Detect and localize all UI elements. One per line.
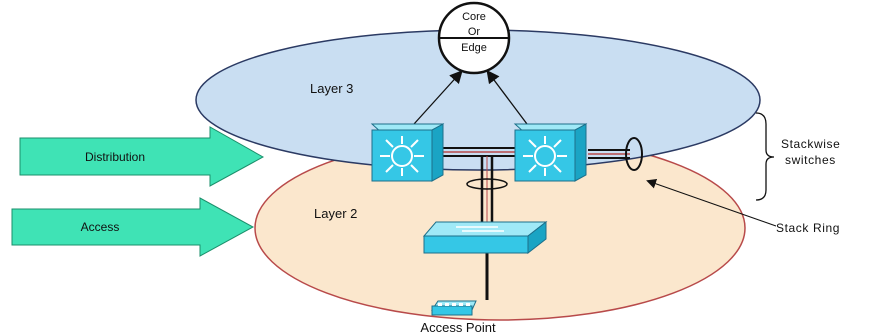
- layer3-label: Layer 3: [310, 81, 353, 96]
- distribution-label: Distribution: [85, 150, 145, 164]
- stack-ring-label: Stack Ring: [776, 221, 840, 235]
- etherchannel-ring: [466, 178, 508, 190]
- layer2-label: Layer 2: [314, 206, 357, 221]
- distribution-switch-right: [513, 123, 588, 182]
- stackwise-label-line1: Stackwise: [781, 137, 840, 151]
- uplink-arrow-right: [486, 69, 528, 125]
- access-label: Access: [81, 220, 120, 234]
- access-point-label: Access Point: [420, 320, 496, 334]
- distribution-arrow: Distribution: [19, 126, 265, 187]
- core-label: Core: [462, 11, 486, 23]
- stack-ring-pointer: [646, 178, 777, 227]
- distribution-switch-left: [370, 123, 445, 182]
- or-label: Or: [468, 26, 481, 38]
- stackwise-label-line2: switches: [785, 153, 836, 167]
- stack-cables: [432, 147, 630, 159]
- stack-ring: [625, 137, 643, 171]
- access-switch: [422, 220, 548, 255]
- access-uplinks: [480, 156, 494, 228]
- uplink-arrow-left: [413, 70, 463, 125]
- core-edge-node: Core Or Edge: [437, 1, 511, 75]
- access-arrow: Access: [11, 197, 255, 257]
- edge-label: Edge: [461, 42, 487, 54]
- stackwise-brace: [755, 112, 775, 201]
- access-point-icon: [431, 300, 477, 316]
